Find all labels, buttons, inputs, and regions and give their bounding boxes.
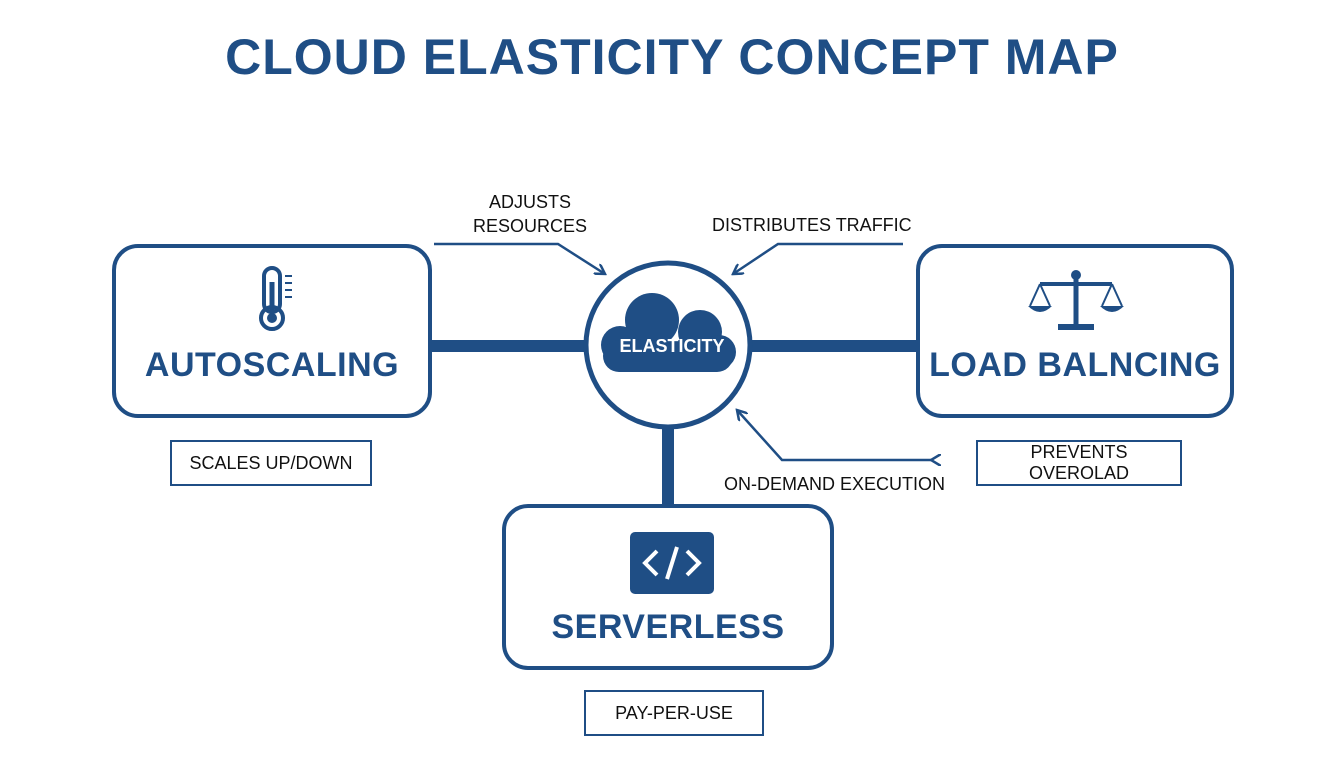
thermometer-icon bbox=[259, 266, 292, 331]
node-serverless: SERVERLESS bbox=[502, 504, 834, 670]
autoscaling-note: SCALES UP/DOWN bbox=[170, 440, 372, 486]
cloud-icon bbox=[601, 293, 736, 372]
arrow-on-demand bbox=[737, 410, 931, 460]
arrow-distributes-traffic bbox=[733, 242, 903, 274]
serverless-label: SERVERLESS bbox=[551, 608, 785, 646]
edge-label-distributes: DISTRIBUTES TRAFFIC bbox=[712, 215, 912, 235]
load-balancing-label: LOAD BALNCING bbox=[929, 346, 1221, 384]
code-icon bbox=[630, 532, 714, 594]
edge-label-adjusts-line1: ADJUSTS bbox=[488, 192, 571, 212]
serverless-note: PAY-PER-USE bbox=[584, 690, 764, 736]
center-label: ELASTICITY bbox=[619, 336, 725, 356]
node-autoscaling: AUTOSCALING bbox=[112, 244, 432, 418]
arrow-adjusts-resources bbox=[434, 242, 605, 274]
edge-label-on-demand: ON-DEMAND EXECUTION bbox=[724, 474, 946, 494]
load-balancing-note: PREVENTS OVEROLAD bbox=[976, 440, 1182, 486]
node-load-balancing: LOAD BALNCING bbox=[916, 244, 1234, 418]
edge-label-adjusts-line2: RESOURCES bbox=[472, 216, 588, 236]
scales-icon bbox=[1028, 270, 1124, 330]
edge-label-adjusts: ADJUSTS RESOURCES bbox=[466, 190, 594, 238]
diagram-title: CLOUD ELASTICITY CONCEPT MAP bbox=[225, 29, 1119, 85]
autoscaling-label: AUTOSCALING bbox=[144, 346, 400, 384]
